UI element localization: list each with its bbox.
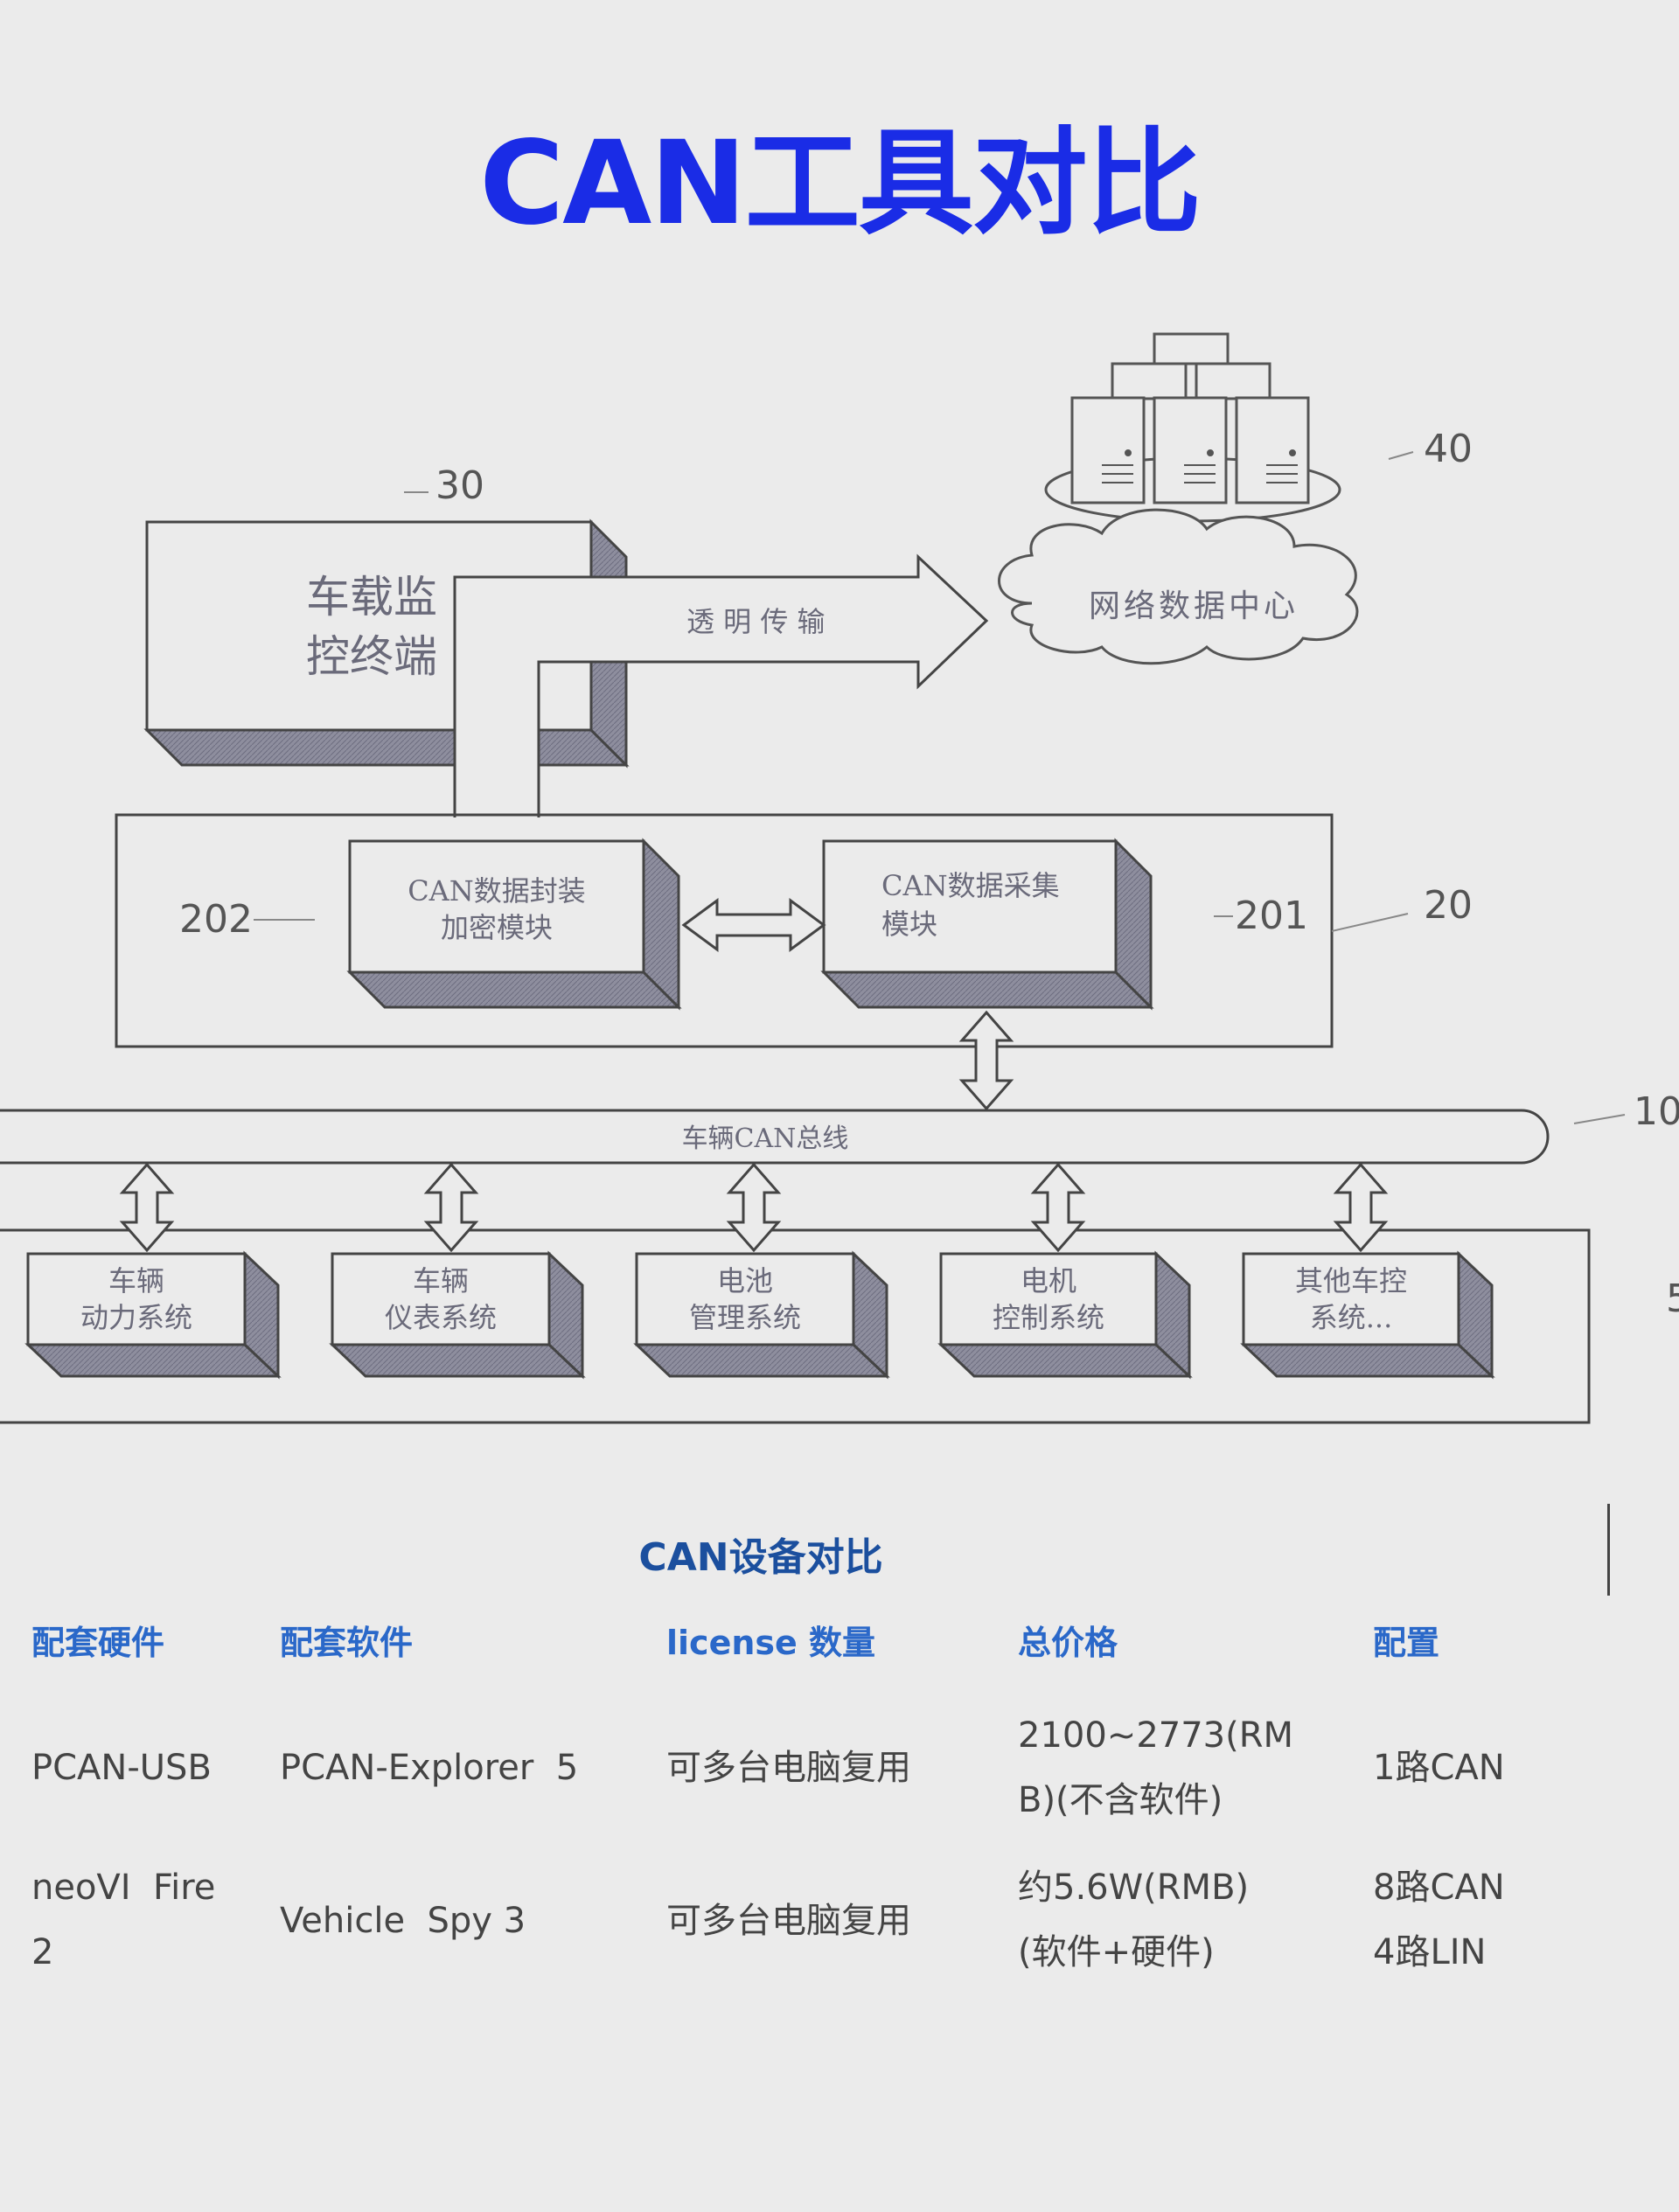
row1-license: 可多台电脑复用: [666, 1748, 911, 1788]
collect-module-line1: CAN数据采集: [881, 869, 1060, 902]
subsystem-other-box: [1240, 1250, 1495, 1380]
subsystem-other-line1: 其他车控: [1295, 1264, 1407, 1297]
subsystem-motor-box: [937, 1250, 1193, 1380]
server-cluster-icon: [1044, 332, 1341, 523]
row2-price: 约5.6W(RMB) (软件+硬件): [1018, 1868, 1250, 1972]
bus-subsystem-arrows: [119, 1162, 1389, 1253]
subsystem-container: [0, 1228, 1591, 1424]
subsystem-power-line1: 车辆: [108, 1264, 164, 1297]
ref-201: 201: [1235, 894, 1308, 938]
transmission-label: 透 明 传 输: [686, 605, 826, 638]
collect-bus-double-arrow: [958, 1010, 1014, 1111]
subsystem-power-box: [24, 1250, 282, 1380]
ref-30: 30: [435, 463, 484, 508]
can-bus-label: 车辆CAN总线: [682, 1123, 849, 1154]
row1-price: 2100~2773(RM B)(不含软件): [1018, 1715, 1294, 1820]
module-double-arrow: [681, 898, 826, 952]
subsystem-power-line2: 动力系统: [80, 1301, 192, 1334]
header-price: 总价格: [1018, 1624, 1118, 1662]
header-config: 配置: [1373, 1624, 1440, 1662]
row2-hardware: neoVI Fire 2: [31, 1868, 216, 1972]
collect-module-line2: 模块: [881, 908, 937, 941]
subsystem-dashboard-box: [329, 1250, 586, 1380]
row1-config: 1路CAN: [1373, 1748, 1505, 1788]
terminal-label-line1: 车载监: [306, 572, 437, 623]
subsystem-battery-line1: 电池: [717, 1264, 773, 1297]
encrypt-module-box: [346, 838, 682, 1011]
transmission-arrow: [453, 553, 989, 817]
subsystem-battery-box: [633, 1250, 890, 1380]
subsystem-dashboard-line2: 仪表系统: [385, 1301, 497, 1334]
ref-20: 20: [1424, 883, 1473, 928]
ref-5: 5: [1666, 1276, 1679, 1321]
encrypt-module-line1: CAN数据封装: [408, 874, 586, 908]
row2-license: 可多台电脑复用: [666, 1901, 911, 1941]
header-software: 配套软件: [280, 1624, 414, 1662]
ref-10: 10: [1634, 1089, 1679, 1134]
subsystem-motor-line1: 电机: [1021, 1264, 1076, 1297]
page-title: CAN工具对比: [479, 116, 1202, 251]
terminal-label-line2: 控终端: [306, 631, 437, 682]
row2-software: Vehicle Spy 3: [280, 1901, 526, 1941]
collect-module-box: [820, 838, 1154, 1011]
subsystem-dashboard-line1: 车辆: [413, 1264, 469, 1297]
divider-bar: [1607, 1504, 1610, 1596]
ref-40: 40: [1424, 427, 1473, 471]
subsystem-motor-line2: 控制系统: [993, 1301, 1104, 1334]
row2-config: 8路CAN 4路LIN: [1373, 1868, 1505, 1972]
can-architecture-diagram: 网络数据中心 车载监 控终端 透 明 传 输 CAN数据封装 加密模块 CAN数…: [0, 332, 1679, 1424]
table-title: CAN设备对比: [638, 1535, 883, 1580]
ref-202: 202: [179, 897, 253, 942]
datacenter-label: 网络数据中心: [1089, 588, 1299, 624]
encrypt-module-line2: 加密模块: [441, 911, 553, 944]
cloud-icon: [998, 508, 1359, 665]
row1-software: PCAN-Explorer 5: [280, 1748, 579, 1788]
can-bus: [0, 1109, 1550, 1165]
subsystem-other-line2: 系统...: [1310, 1301, 1393, 1334]
row1-hardware: PCAN-USB: [31, 1748, 212, 1788]
header-license: license 数量: [666, 1624, 876, 1662]
header-hardware: 配套硬件: [31, 1624, 165, 1662]
subsystem-battery-line2: 管理系统: [689, 1301, 801, 1334]
